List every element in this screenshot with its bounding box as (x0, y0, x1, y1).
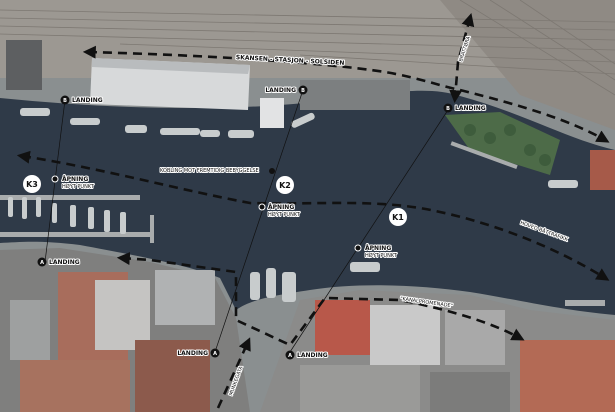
opening-title: ÅPNING (365, 245, 391, 252)
landing-marker: A LANDING (37, 257, 81, 267)
landing-label: LANDING (72, 97, 103, 104)
opening-subtitle: HØYT PUNKT (365, 252, 398, 259)
bridge-k1-badge: K1 (389, 208, 407, 226)
opening-marker: ÅPNING HØYT PUNKT (354, 244, 399, 260)
landing-label: LANDING (49, 259, 80, 266)
route-ferry-box-path (116, 252, 525, 347)
landing-label: LANDING (455, 105, 486, 112)
bridge-k1-label: K1 (392, 213, 404, 222)
bridge-ids: K1 K2 K3 (23, 175, 407, 226)
landing-label: LANDING (297, 352, 328, 359)
openings: ÅPNING HØYT PUNKT ÅPNING HØYT PUNKT ÅPNI… (51, 175, 399, 260)
bridge-k3-badge: K3 (23, 175, 41, 193)
landing-marker: A LANDING (176, 348, 220, 358)
landing-marker: B LANDING (60, 95, 104, 105)
opening-marker: ÅPNING HØYT PUNKT (258, 203, 302, 219)
svg-text:B: B (446, 106, 450, 112)
opening-title: ÅPNING (268, 204, 294, 211)
svg-text:A: A (40, 260, 44, 266)
bridge-k2-label: K2 (279, 181, 291, 190)
landing-marker: B LANDING (443, 103, 487, 113)
kobling-marker (269, 168, 275, 174)
svg-text:A: A (288, 353, 292, 359)
landing-marker: B LANDING (264, 85, 308, 95)
opening-subtitle: HØYT PUNKT (268, 211, 301, 218)
bridge-k3-label: K3 (26, 180, 38, 189)
opening-subtitle: HØYT PUNKT (62, 183, 95, 190)
route-hoved-path (16, 150, 610, 281)
kobling-label: KOBLING MOT FREMTIDIG BEBYGGELSE (160, 168, 259, 174)
svg-text:B: B (63, 98, 67, 104)
svg-text:A: A (213, 351, 217, 357)
dashed-routes (16, 12, 610, 409)
opening-marker: ÅPNING HØYT PUNKT (51, 175, 96, 191)
route-munke-path (216, 337, 251, 409)
route-bratt-path (449, 12, 475, 104)
bridge-k2-badge: K2 (276, 176, 294, 194)
landing-label: LANDING (177, 350, 208, 357)
landing-label: LANDING (265, 87, 296, 94)
opening-title: ÅPNING (62, 176, 88, 183)
route-skansen-path (82, 45, 610, 143)
landing-marker: A LANDING (285, 350, 329, 360)
landings: B LANDING B LANDING B LANDING A LANDING … (37, 85, 487, 360)
svg-text:B: B (301, 88, 305, 94)
